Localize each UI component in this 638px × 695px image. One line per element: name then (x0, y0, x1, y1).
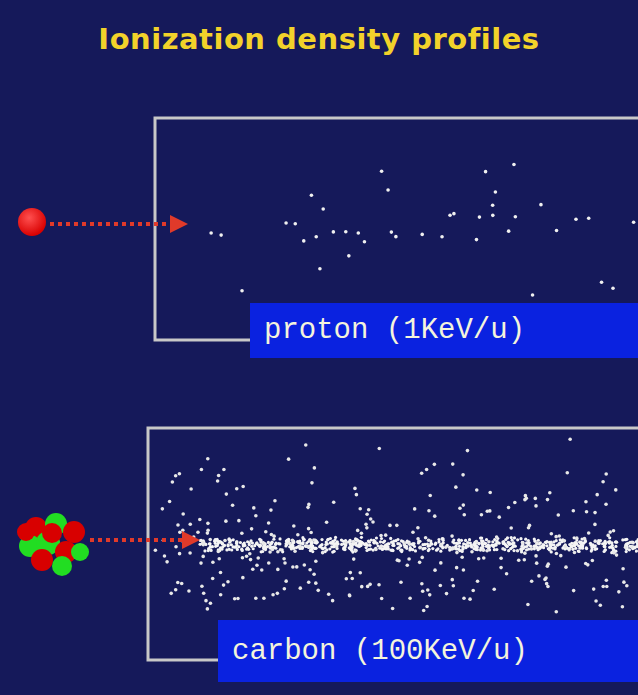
carbon-nucleus (17, 513, 89, 576)
trajectory-arrow (90, 538, 184, 542)
label-box: carbon (100KeV/u) (218, 620, 638, 682)
trajectory-arrow (50, 222, 172, 226)
label-text: proton (1KeV/u) (264, 314, 525, 347)
proton-particle (18, 208, 46, 236)
arrowhead (182, 531, 200, 549)
ionization-dots (154, 437, 638, 613)
label-text: carbon (100KeV/u) (232, 635, 528, 668)
label-box: proton (1KeV/u) (250, 303, 638, 358)
arrowhead (170, 215, 188, 233)
title: Ionization density profiles (0, 22, 638, 56)
ionization-dots (209, 163, 635, 297)
